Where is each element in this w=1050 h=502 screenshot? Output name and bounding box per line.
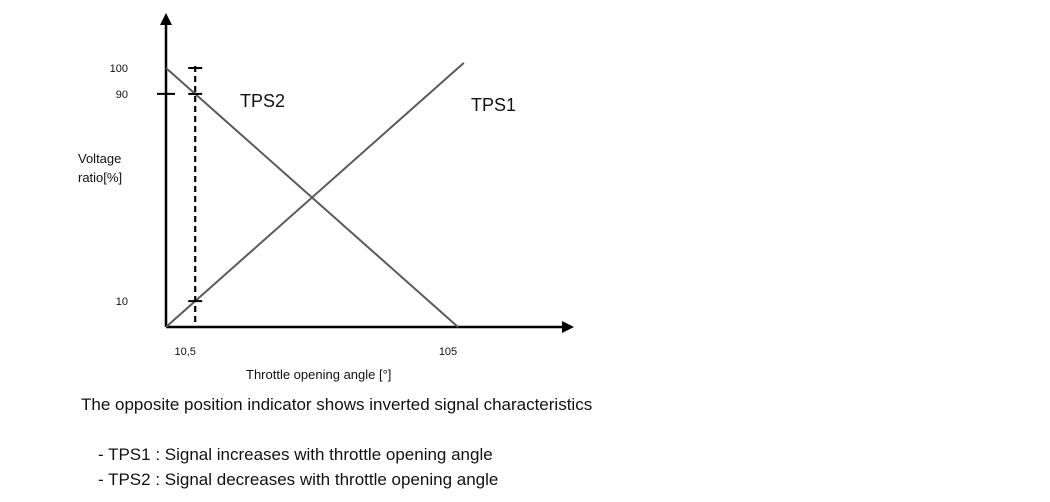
series-line-tps2 (165, 67, 459, 328)
x-tick-label-10-5: 10,5 (174, 346, 195, 358)
x-axis-title: Throttle opening angle [°] (246, 367, 391, 382)
series-line-tps1 (165, 62, 465, 328)
tps-chart: Voltage ratio[%] Throttle opening angle … (78, 13, 574, 382)
bullet-tps2: - TPS2 : Signal decreases with throttle … (98, 470, 499, 489)
y-tick-label-90: 90 (116, 89, 128, 101)
label-layer: TPS1 TPS2 (240, 91, 516, 115)
y-axis-title-line1: Voltage (78, 151, 121, 166)
x-tick-label-105: 105 (439, 346, 457, 358)
bullet-tps1: - TPS1 : Signal increases with throttle … (98, 445, 493, 464)
series-layer (165, 62, 465, 328)
y-axis-title-line2: ratio[%] (78, 170, 122, 185)
y-axis-arrow (160, 13, 172, 25)
bullet-list: - TPS1 : Signal increases with throttle … (98, 442, 498, 492)
series-label-tps2: TPS2 (240, 91, 285, 111)
reference-layer (188, 66, 203, 327)
tick-layer: 100 90 10 10,5 105 (110, 63, 458, 358)
y-tick-label-100: 100 (110, 63, 128, 75)
series-label-tps1: TPS1 (471, 95, 516, 115)
caption: The opposite position indicator shows in… (81, 395, 593, 414)
x-axis-arrow (562, 321, 574, 333)
y-tick-label-10: 10 (116, 296, 128, 308)
